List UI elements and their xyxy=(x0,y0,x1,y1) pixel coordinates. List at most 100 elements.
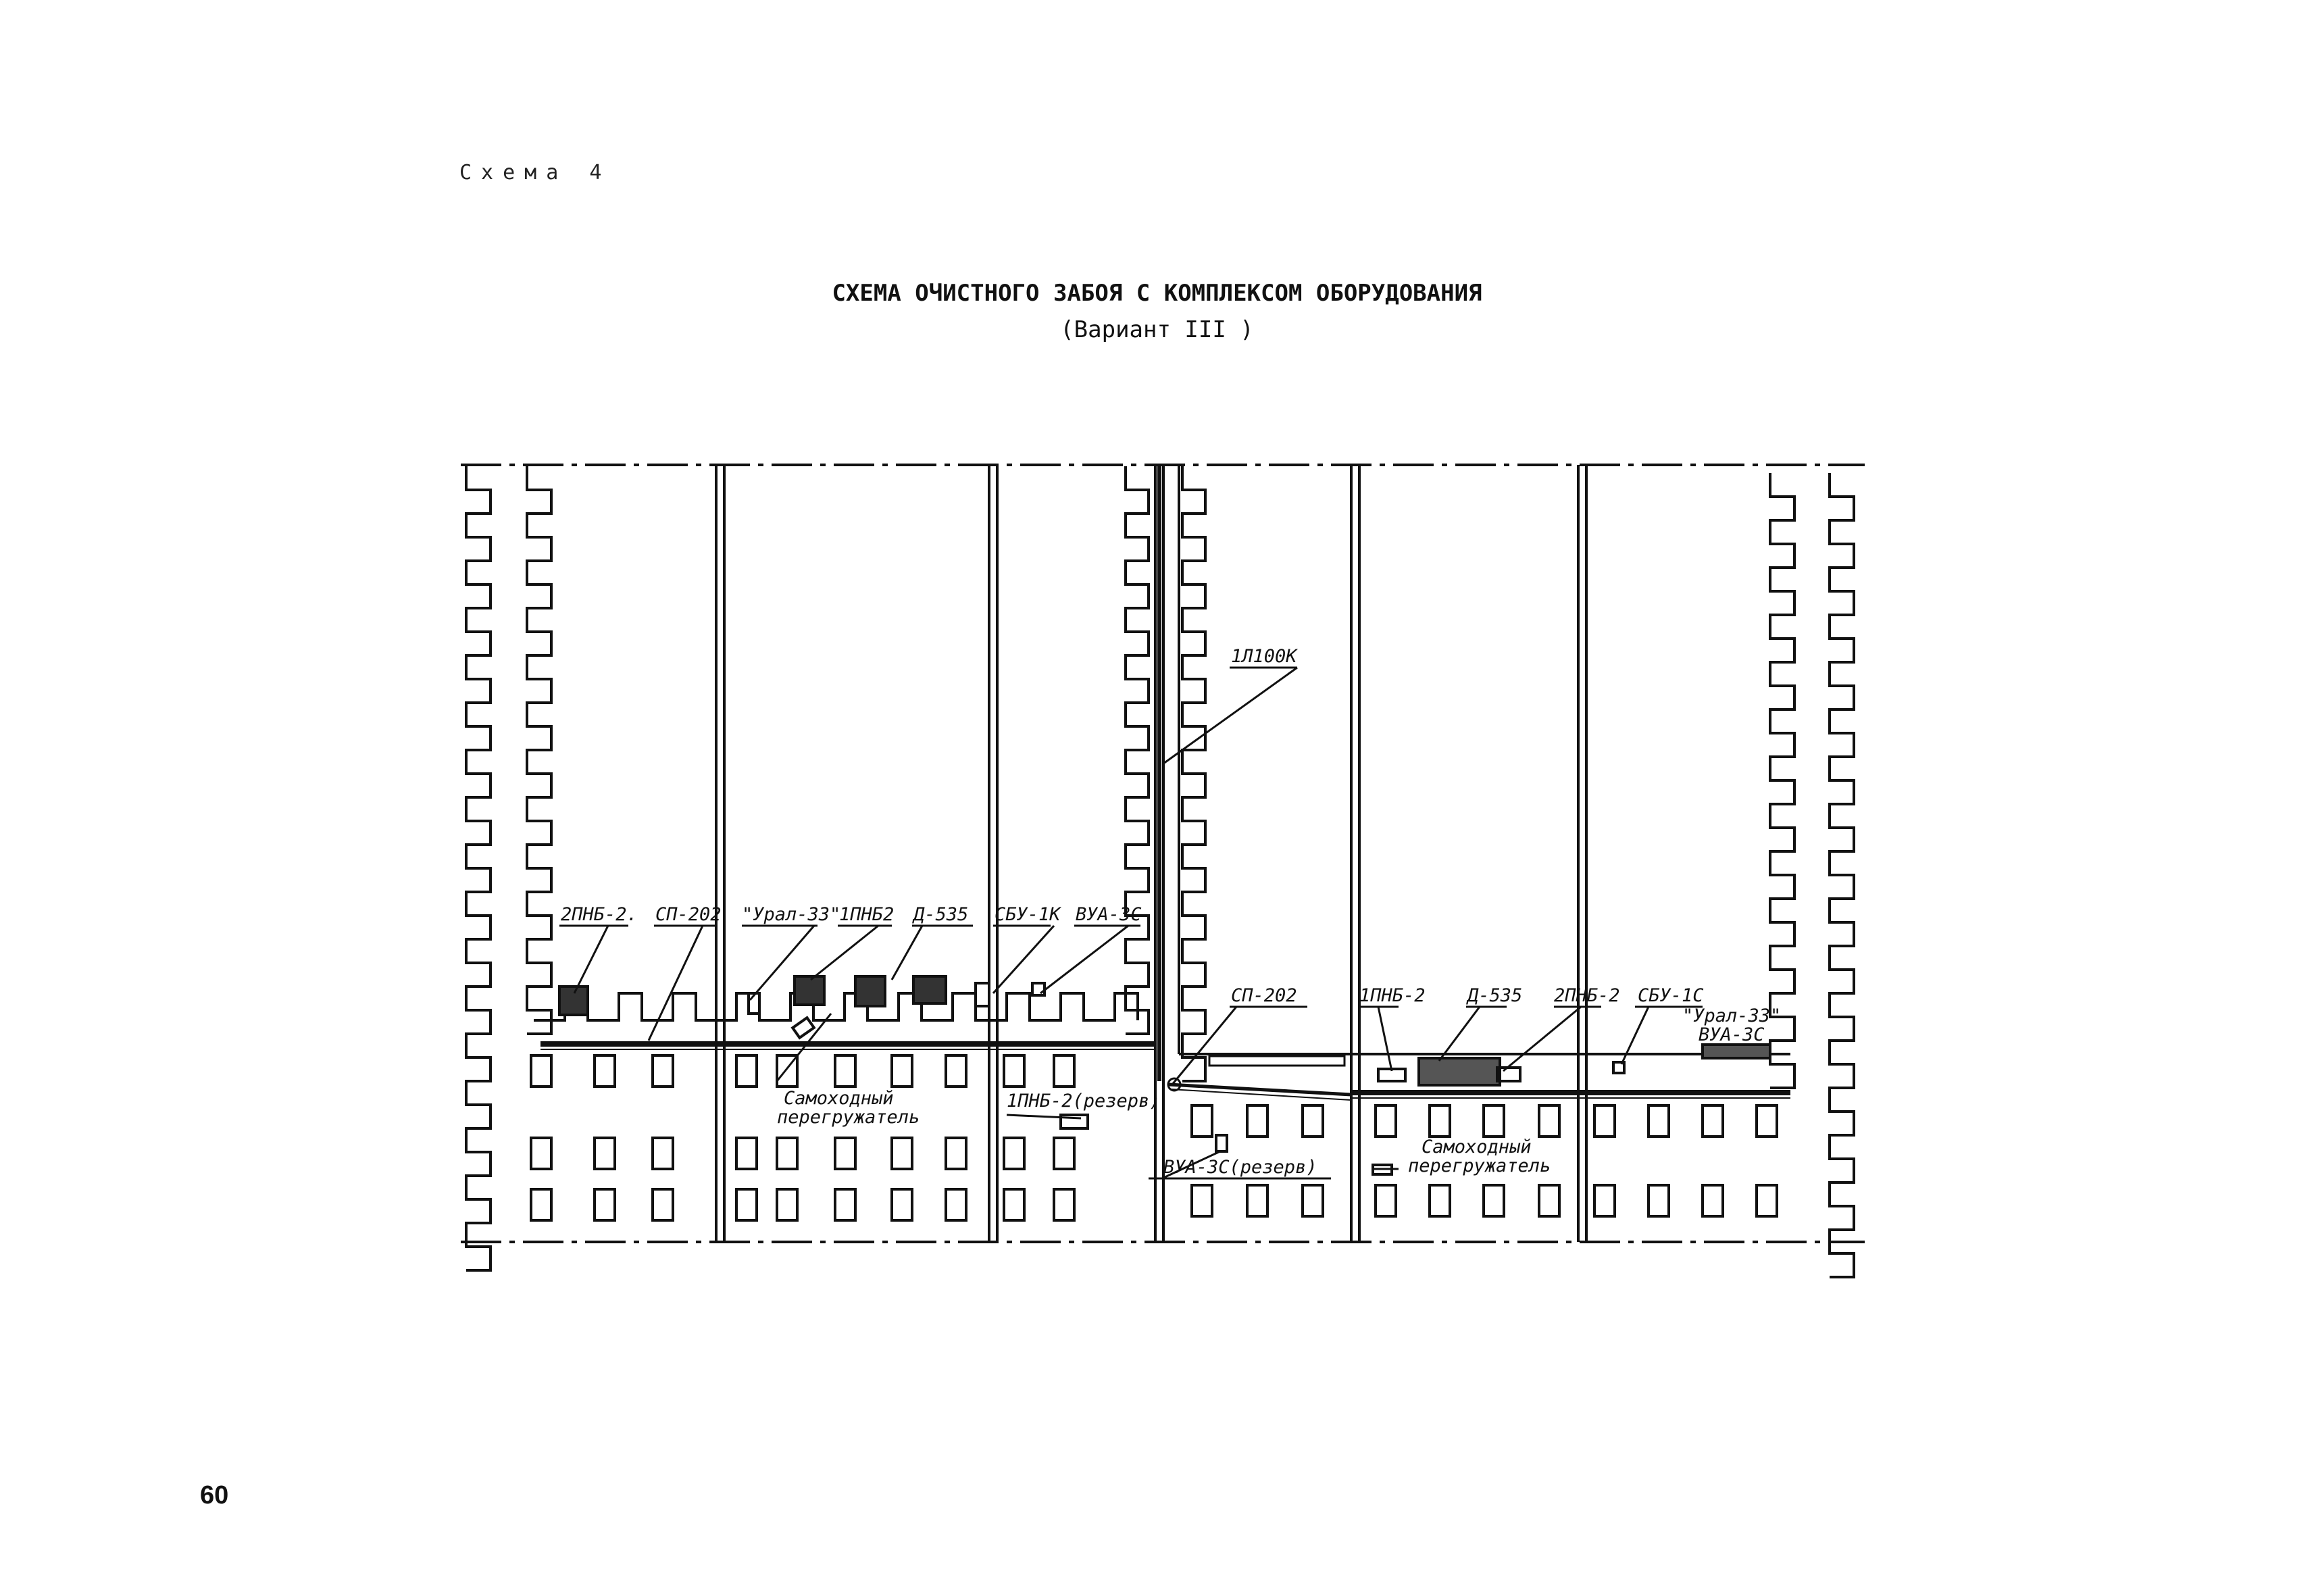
rib-wall-2 xyxy=(526,466,553,1035)
sp202-conveyor-link xyxy=(1168,1082,1352,1097)
pillar-block xyxy=(1482,1104,1505,1138)
pillar-block xyxy=(530,1054,553,1088)
pillar-block xyxy=(776,1054,799,1088)
pillar-block xyxy=(593,1188,616,1222)
left-face-crenellation xyxy=(534,992,1139,1022)
pillar-block xyxy=(530,1188,553,1222)
rib-wall-4 xyxy=(1181,466,1207,1082)
pillar-block xyxy=(1701,1104,1724,1138)
pillar-block xyxy=(1190,1184,1213,1218)
equip-d535-left-2 xyxy=(912,975,947,1005)
pillar-block xyxy=(1701,1184,1724,1218)
label-left-1pnb2: 1ПНБ2 xyxy=(839,904,894,925)
pillar-block xyxy=(1003,1054,1026,1088)
pillar-block xyxy=(1538,1104,1561,1138)
pillar-block xyxy=(834,1137,857,1170)
pillar-block xyxy=(834,1054,857,1088)
pillar-block xyxy=(776,1137,799,1170)
pillar-block xyxy=(735,1054,758,1088)
equip-sbu1k-left xyxy=(974,982,990,1007)
pillar-block xyxy=(1053,1054,1076,1088)
pillar-block xyxy=(1593,1104,1616,1138)
pillar-block xyxy=(945,1188,967,1222)
pillar-block xyxy=(1053,1188,1076,1222)
pillar-block xyxy=(651,1188,674,1222)
label-left-2pnb2: 2ПНБ-2. xyxy=(561,904,638,925)
pillar-block xyxy=(1246,1184,1269,1218)
label-left-d535: Д-535 xyxy=(912,904,968,925)
page-number: 60 xyxy=(200,1481,229,1510)
pillar-block xyxy=(1190,1104,1213,1138)
pillar-block xyxy=(1374,1184,1397,1218)
rib-wall-1 xyxy=(465,466,492,1272)
pillar-block xyxy=(945,1137,967,1170)
equip-transfer-left xyxy=(790,1016,816,1040)
pillar-block xyxy=(1374,1104,1397,1138)
label-right-1pnb2: 1ПНБ-2 xyxy=(1359,985,1426,1006)
pillar-blocks xyxy=(530,1054,1778,1222)
conveyor-head-pulley xyxy=(1167,1077,1182,1092)
pillar-block xyxy=(1003,1137,1026,1170)
label-right-transfer-1: Самоходный xyxy=(1422,1137,1532,1157)
pillar-block xyxy=(1538,1184,1561,1218)
pillar-block xyxy=(530,1137,553,1170)
equip-2pnb2-left xyxy=(558,985,589,1016)
pillar-block xyxy=(1755,1184,1778,1218)
rib-walls xyxy=(465,466,1855,1278)
label-left-vua3s: ВУА-3С xyxy=(1076,904,1142,925)
pillar-block xyxy=(1301,1104,1324,1138)
pillar-block xyxy=(945,1054,967,1088)
label-right-d535: Д-535 xyxy=(1466,985,1522,1006)
pillar-block xyxy=(593,1054,616,1088)
pillar-block xyxy=(890,1054,913,1088)
pillar-block xyxy=(593,1137,616,1170)
pillar-block xyxy=(735,1188,758,1222)
pillar-block xyxy=(776,1188,799,1222)
rib-wall-3 xyxy=(1124,466,1150,1035)
pillar-block xyxy=(651,1054,674,1088)
equip-d535-left-1 xyxy=(854,975,886,1007)
pillar-block xyxy=(1755,1104,1778,1138)
label-1l100k: 1Л100К xyxy=(1231,646,1298,667)
pillar-block xyxy=(1647,1184,1670,1218)
label-left-transfer-1: Самоходный xyxy=(784,1088,894,1109)
label-left-sp202: СП-202 xyxy=(655,904,722,925)
equip-d535-right xyxy=(1417,1057,1501,1087)
pillar-block xyxy=(1482,1184,1505,1218)
equip-ural33-right xyxy=(1701,1043,1771,1059)
pillar-block xyxy=(890,1188,913,1222)
pillar-lines xyxy=(715,465,1588,1242)
pillar-block xyxy=(1593,1184,1616,1218)
pillar-block xyxy=(1647,1104,1670,1138)
diagram-title: СХЕМА ОЧИСТНОГО ЗАБОЯ С КОМПЛЕКСОМ ОБОРУ… xyxy=(832,280,1482,307)
leader-1l100k xyxy=(1163,666,1298,765)
pillar-block xyxy=(1246,1104,1269,1138)
label-left-ural33: "Урал-33" xyxy=(742,904,840,925)
sp202-right-hatched xyxy=(1208,1055,1346,1067)
equip-ural33-left xyxy=(747,992,761,1015)
label-left-sbu1k: СБУ-1К xyxy=(995,904,1061,925)
pillar-block xyxy=(1301,1184,1324,1218)
label-right-transfer-2: перегружатель xyxy=(1408,1155,1551,1176)
pillar-block xyxy=(1003,1188,1026,1222)
label-right-sbu1s: СБУ-1С xyxy=(1638,985,1704,1006)
diagram-subtitle: (Вариант III ) xyxy=(1060,316,1254,343)
label-right-vua3s-reserve: ВУА-3С(резерв) xyxy=(1163,1157,1317,1178)
pillar-block xyxy=(834,1188,857,1222)
label-left-1pnb2-reserve: 1ПНБ-2(резерв) xyxy=(1007,1091,1161,1112)
label-leader-lines xyxy=(559,924,1703,1180)
label-right-ural33: "Урал-33" xyxy=(1682,1005,1781,1026)
equip-vua3s-left xyxy=(1031,982,1046,997)
equip-reserve-1pnb2 xyxy=(1059,1114,1089,1130)
pillar-block xyxy=(1428,1184,1451,1218)
label-right-2pnb2: 2ПНБ-2 xyxy=(1554,985,1620,1006)
label-right-sp202: СП-202 xyxy=(1231,985,1297,1006)
rib-wall-6 xyxy=(1828,473,1855,1278)
equip-sbu1s-right xyxy=(1612,1061,1626,1074)
label-right-vua3s: ВУА-3С xyxy=(1699,1024,1765,1045)
pillar-block xyxy=(1053,1137,1076,1170)
pillar-block xyxy=(890,1137,913,1170)
scheme-number-label: Схема 4 xyxy=(459,161,611,184)
pillar-block xyxy=(1428,1104,1451,1138)
